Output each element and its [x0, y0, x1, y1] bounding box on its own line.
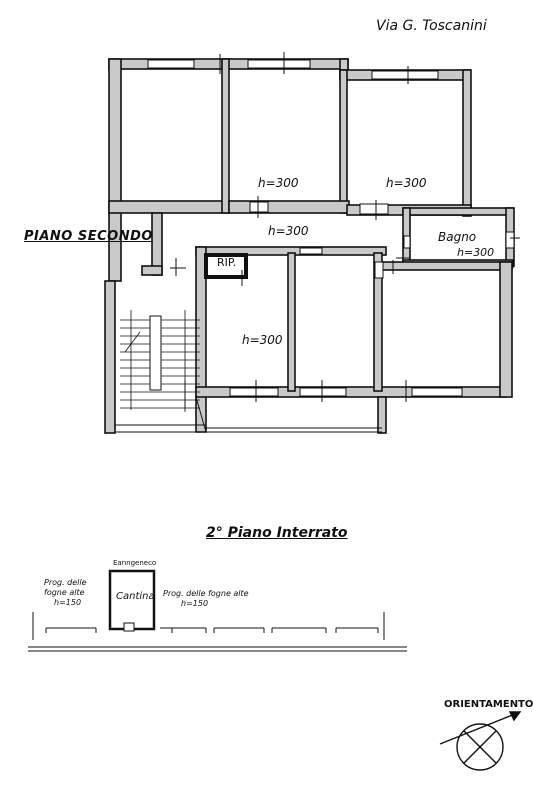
bathroom-height-label: h=300: [457, 246, 495, 259]
floor-title: PIANO SECONDO: [24, 229, 153, 244]
sewer-note-line: Prog. delle: [44, 578, 87, 587]
north-arrow-icon: [508, 711, 522, 722]
street-name: Via G. Toscanini: [376, 18, 487, 34]
basement-title: 2° Piano Interrato: [206, 525, 348, 541]
wall: [339, 69, 348, 214]
room-height-label: h=300: [242, 333, 283, 347]
wall: [287, 252, 296, 392]
door-opening: [299, 247, 323, 255]
window: [371, 70, 439, 80]
wall: [462, 69, 472, 217]
stair-well: [149, 315, 162, 391]
wall: [221, 58, 230, 214]
wall: [141, 265, 163, 276]
window: [147, 59, 195, 69]
staircase: [120, 310, 200, 412]
window: [505, 231, 515, 249]
corridor-height-label: h=300: [268, 224, 309, 238]
wall: [402, 207, 514, 216]
room-height-label: h=300: [386, 176, 427, 190]
wall: [373, 252, 383, 392]
wall: [499, 261, 513, 398]
room-height-label: h=300: [258, 176, 299, 190]
compass-icon: [456, 723, 504, 771]
door-opening: [359, 203, 389, 215]
storage-room-wall: [204, 253, 248, 279]
wall: [104, 280, 116, 434]
window: [411, 387, 463, 397]
orientation-symbol: [439, 711, 522, 771]
cellar-label: Cantina: [116, 591, 155, 602]
sewer-note-right: Prog. delle fogne alte h=150: [163, 589, 249, 609]
orientation-label: ORIENTAMENTO: [444, 699, 533, 710]
window: [299, 387, 347, 397]
sewer-note-left: Prog. delle fogne alte h=150: [44, 578, 87, 608]
door-opening: [403, 235, 411, 249]
wall: [108, 200, 230, 214]
sewer-note-line: Prog. delle fogne alte: [163, 589, 249, 598]
wall: [108, 58, 122, 282]
door-opening: [249, 201, 269, 213]
window: [229, 387, 279, 397]
cellar-caption: Eanngeneco: [113, 559, 157, 567]
cellar-room: [108, 569, 156, 631]
sewer-note-line: fogne alte: [44, 588, 85, 597]
cellar-door: [123, 622, 135, 632]
storage-label: RIP.: [217, 256, 237, 269]
sewer-note-height: h=150: [54, 598, 82, 607]
window: [247, 59, 311, 69]
wall: [228, 200, 350, 214]
basement-section: [28, 612, 407, 652]
bathroom-label: Bagno: [438, 230, 477, 244]
wall: [377, 396, 387, 434]
sewer-note-height: h=150: [181, 599, 209, 608]
wall: [381, 261, 513, 271]
door-opening: [374, 261, 384, 279]
